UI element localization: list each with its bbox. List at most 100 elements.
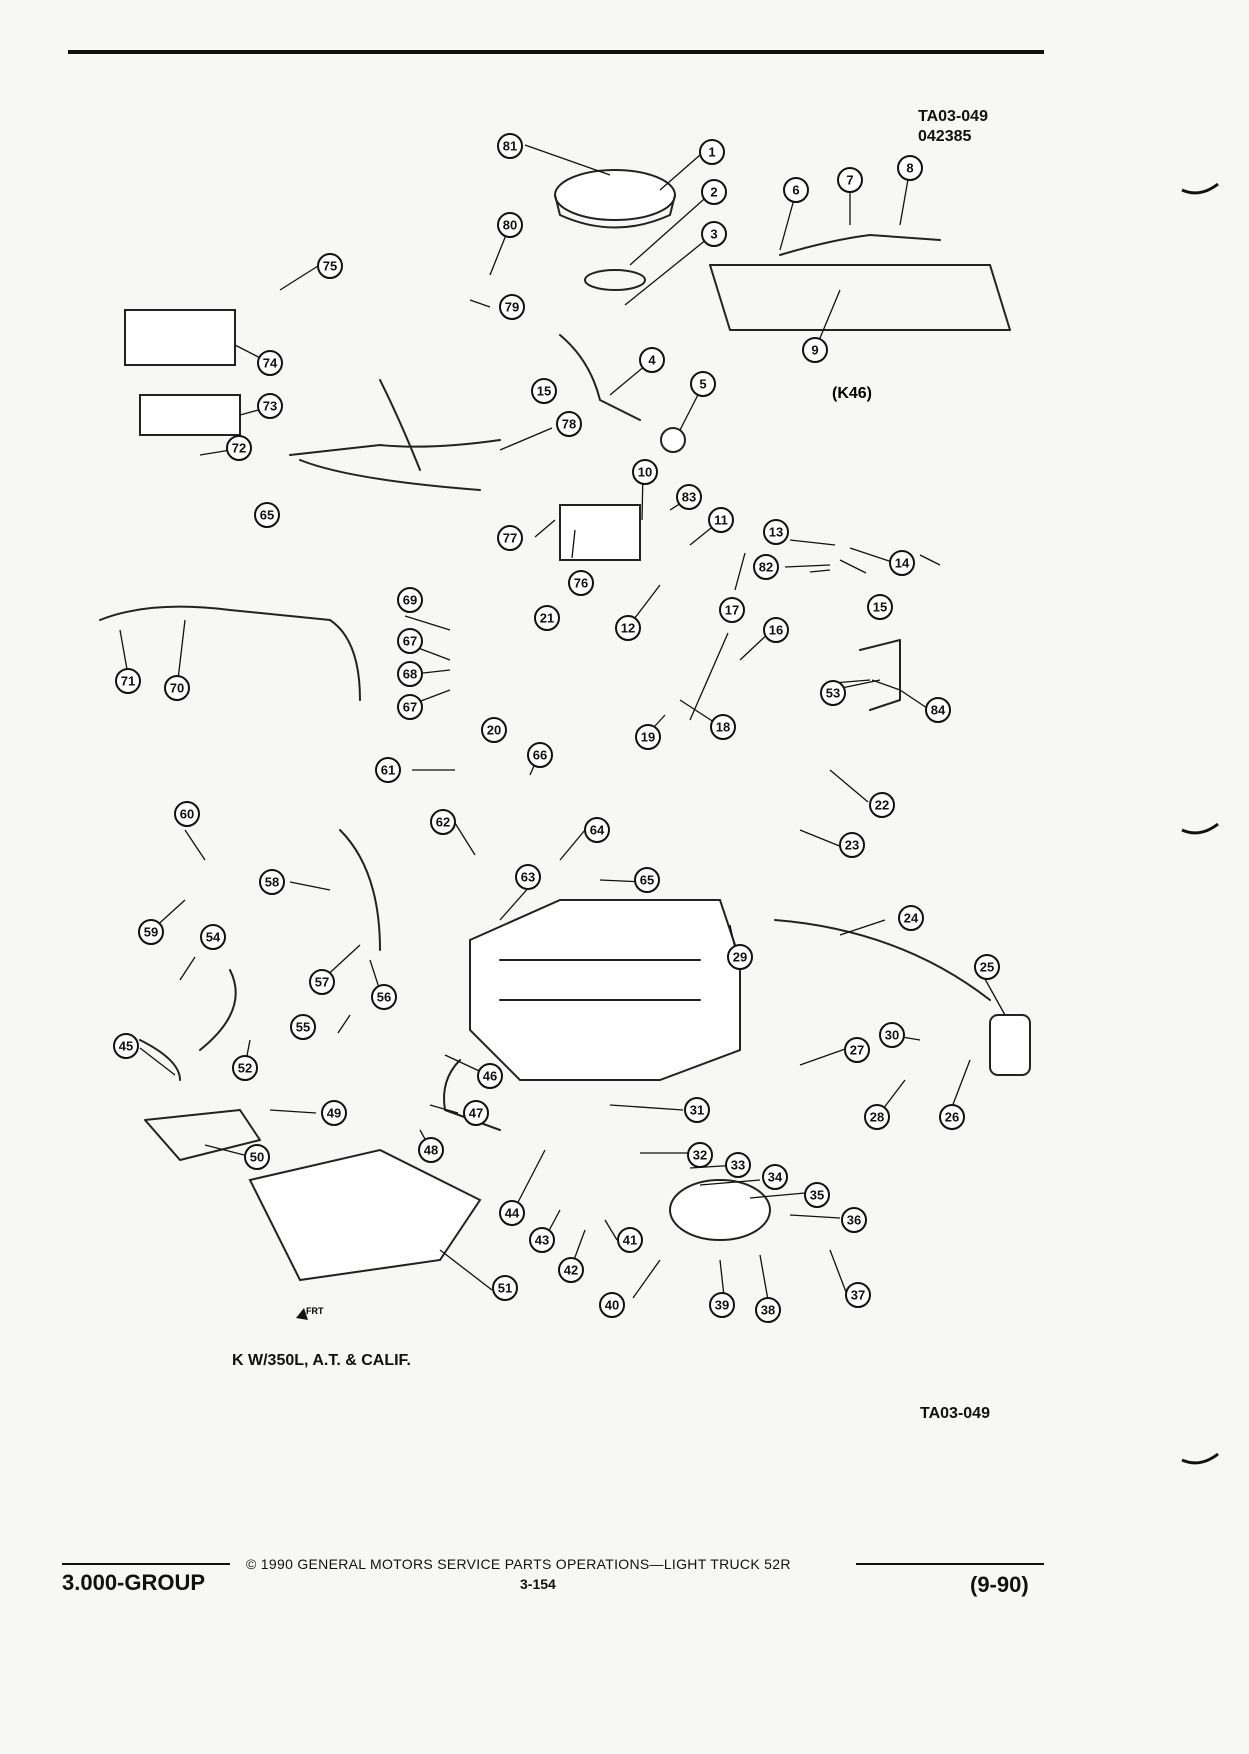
throttle-body (559, 504, 641, 561)
svg-text:45: 45 (119, 1039, 133, 1054)
callout-63: 63 (515, 864, 541, 890)
wiring-harness (289, 379, 501, 491)
svg-text:21: 21 (540, 611, 554, 626)
plug (660, 427, 686, 453)
svg-text:80: 80 (503, 218, 517, 233)
svg-text:22: 22 (875, 798, 889, 813)
footer-group: 3.000-GROUP (62, 1570, 206, 1595)
svg-text:40: 40 (605, 1298, 619, 1313)
svg-text:74: 74 (263, 356, 278, 371)
callout-80: 80 (497, 212, 523, 238)
svg-text:64: 64 (590, 823, 605, 838)
callout-9: 9 (802, 337, 828, 363)
svg-text:32: 32 (693, 1148, 707, 1163)
air-cleaner-body (554, 194, 676, 229)
svg-text:67: 67 (403, 700, 417, 715)
svg-text:77: 77 (503, 531, 517, 546)
intake-manifold (248, 1148, 482, 1282)
binder-mark-middle (1181, 822, 1219, 835)
leader-lines (119, 144, 1006, 1306)
intake-duct (559, 334, 641, 421)
svg-text:70: 70 (170, 681, 184, 696)
svg-text:19: 19 (641, 730, 655, 745)
callout-68: 68 (397, 661, 423, 687)
svg-text:81: 81 (503, 139, 517, 154)
engine-harness (99, 605, 361, 701)
ecm-bracket (124, 309, 236, 366)
callout-74: 74 (257, 350, 283, 376)
callout-54: 54 (200, 924, 226, 950)
svg-text:53: 53 (826, 686, 840, 701)
svg-text:13: 13 (769, 525, 783, 540)
callout-84: 84 (925, 697, 951, 723)
callout-66: 66 (527, 742, 553, 768)
callout-14: 14 (889, 550, 915, 576)
callout-33: 33 (725, 1152, 751, 1178)
svg-text:84: 84 (931, 703, 946, 718)
svg-text:43: 43 (535, 1233, 549, 1248)
svg-text:39: 39 (715, 1298, 729, 1313)
callout-26: 26 (939, 1104, 965, 1130)
callout-82: 82 (753, 554, 779, 580)
callout-8: 8 (897, 155, 923, 181)
callout-78: 78 (556, 411, 582, 437)
callout-70: 70 (164, 675, 190, 701)
svg-text:25: 25 (980, 960, 994, 975)
svg-text:9: 9 (811, 343, 818, 358)
svg-text:78: 78 (562, 417, 576, 432)
callout-30: 30 (879, 1022, 905, 1048)
callout-81: 81 (497, 133, 523, 159)
svg-text:68: 68 (403, 667, 417, 682)
callout-62: 62 (430, 809, 456, 835)
figure-ref-code: TA03-049 (918, 108, 988, 125)
svg-text:71: 71 (121, 674, 135, 689)
footer-date: (9-90) (970, 1572, 1029, 1597)
callout-13: 13 (763, 519, 789, 545)
callout-50: 50 (244, 1144, 270, 1170)
callout-57: 57 (309, 969, 335, 995)
svg-text:15: 15 (537, 384, 551, 399)
svg-text:66: 66 (533, 748, 547, 763)
svg-text:20: 20 (487, 723, 501, 738)
air-cleaner-lid (554, 169, 676, 221)
callout-49: 49 (321, 1100, 347, 1126)
svg-text:8: 8 (906, 161, 913, 176)
svg-text:14: 14 (895, 556, 910, 571)
callout-19: 19 (635, 724, 661, 750)
top-rule (68, 50, 1044, 54)
gasket (584, 269, 646, 291)
callout-72: 72 (226, 435, 252, 461)
svg-text:1: 1 (708, 145, 715, 160)
svg-text:73: 73 (263, 399, 277, 414)
callout-79: 79 (499, 294, 525, 320)
svg-text:12: 12 (621, 621, 635, 636)
svg-text:69: 69 (403, 593, 417, 608)
callout-48: 48 (418, 1137, 444, 1163)
callout-5: 5 (690, 371, 716, 397)
engine-block (469, 899, 741, 1081)
callout-24: 24 (898, 905, 924, 931)
svg-text:3: 3 (710, 227, 717, 242)
svg-text:62: 62 (436, 815, 450, 830)
callout-73: 73 (257, 393, 283, 419)
callout-67-lower: 67 (397, 694, 423, 720)
callout-43: 43 (529, 1227, 555, 1253)
callout-42: 42 (558, 1257, 584, 1283)
svg-text:29: 29 (733, 950, 747, 965)
callout-10: 10 (632, 459, 658, 485)
callout-46: 46 (477, 1063, 503, 1089)
callout-20: 20 (481, 717, 507, 743)
callout-47: 47 (463, 1100, 489, 1126)
part-drawings (99, 169, 1031, 1282)
heat-shield (144, 1109, 261, 1161)
svg-text:56: 56 (377, 990, 391, 1005)
callout-52: 52 (232, 1055, 258, 1081)
svg-text:23: 23 (845, 838, 859, 853)
svg-text:30: 30 (885, 1028, 899, 1043)
footer-copyright: © 1990 GENERAL MOTORS SERVICE PARTS OPER… (246, 1556, 791, 1572)
binder-mark-bottom (1181, 1452, 1219, 1465)
svg-text:41: 41 (623, 1233, 637, 1248)
svg-text:50: 50 (250, 1150, 264, 1165)
callout-38: 38 (755, 1297, 781, 1323)
callout-34: 34 (762, 1164, 788, 1190)
